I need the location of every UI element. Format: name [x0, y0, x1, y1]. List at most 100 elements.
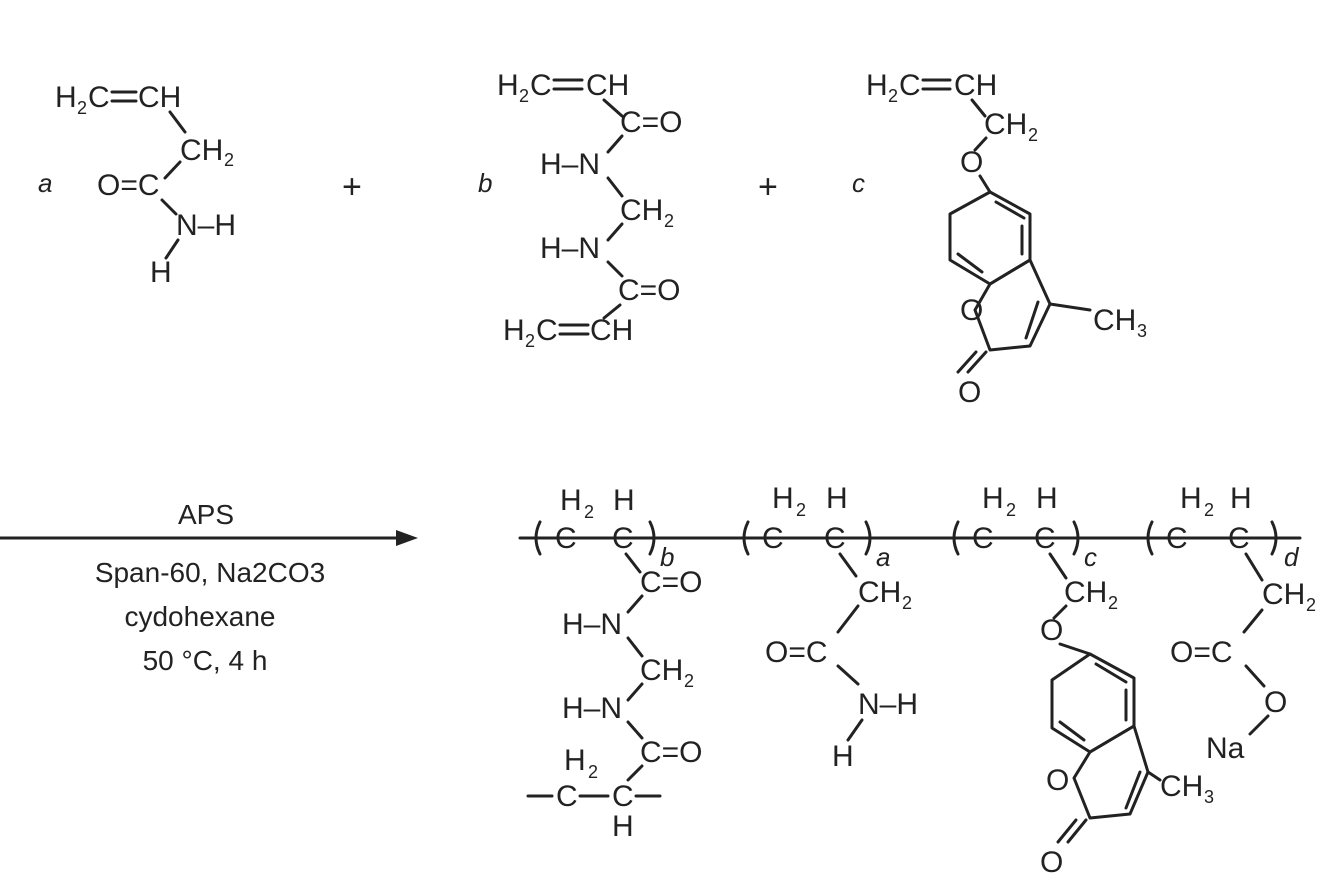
reactant-a-ch2: CH — [180, 134, 223, 167]
product-label-d: d — [1284, 542, 1300, 572]
subscript: 2 — [796, 500, 806, 520]
reactant-c-carbonyl-o: O — [958, 376, 981, 409]
product-unit-a: C H 2 C H a CH 2 O=C N–H H — [742, 482, 918, 773]
subscript: 3 — [1204, 787, 1214, 807]
product-unit-d: C H 2 C H d CH 2 O=C O Na — [1146, 482, 1316, 765]
subscript: 2 — [224, 150, 234, 170]
plus-sign-2: + — [758, 168, 778, 206]
reactant-b-co-bottom: C=O — [618, 274, 681, 307]
reactant-a-label: a — [38, 168, 52, 198]
product-d-ch2: CH — [1262, 578, 1305, 611]
condition-solvent: cydohexane — [124, 601, 275, 632]
reactant-b-co-top: C=O — [620, 106, 683, 139]
atom-c: C — [556, 780, 578, 813]
subscript: 2 — [77, 98, 87, 118]
atom-h: H — [613, 484, 635, 517]
product-b-co-bottom: C=O — [640, 736, 703, 769]
atom-h: H — [982, 482, 1004, 515]
atom-h: H — [866, 69, 888, 102]
reactant-a-ch: CH — [138, 81, 181, 114]
reactant-a-amide: N–H — [176, 209, 236, 242]
reactant-b-hn-bottom: H–N — [540, 232, 600, 265]
product-label-b: b — [660, 542, 674, 572]
subscript: 3 — [1137, 321, 1147, 341]
product-unit-c: C H 2 C H c CH 2 O O CH 3 O — [952, 482, 1214, 879]
reactant-c-ch2: CH — [984, 108, 1027, 141]
subscript: 2 — [902, 593, 912, 613]
subscript: 2 — [588, 762, 598, 782]
reactant-b-ch-bottom: CH — [590, 314, 633, 347]
reactant-b-hn-top: H–N — [540, 148, 600, 181]
atom-c: C — [555, 522, 577, 555]
reactant-a-carbonyl: O=C — [97, 169, 160, 202]
subscript: 2 — [525, 331, 535, 351]
plus-sign-1: + — [342, 168, 362, 206]
product-b-ch2: CH — [640, 654, 683, 687]
product-b-hn-bottom: H–N — [562, 692, 622, 725]
atom-h: H — [832, 740, 854, 773]
subscript: 2 — [1306, 595, 1316, 615]
reactant-c: c H 2 C CH CH 2 O O CH 3 O — [852, 69, 1147, 409]
condition-temperature-time: 50 °C, 4 h — [143, 645, 268, 676]
atom-h: H — [503, 314, 525, 347]
atom-c: C — [530, 69, 552, 102]
subscript: 2 — [1108, 593, 1118, 613]
subscript: 2 — [584, 502, 594, 522]
reactant-a-h2c: H — [55, 81, 77, 114]
atom-o: O — [1040, 846, 1063, 879]
subscript: 2 — [1006, 500, 1016, 520]
atom-c: C — [762, 522, 784, 555]
condition-reagent: APS — [178, 499, 234, 530]
product-a-amide: N–H — [858, 688, 918, 721]
product-b-hn-top: H–N — [562, 608, 622, 641]
atom-c: C — [536, 314, 558, 347]
product-d-carbonyl: O=C — [1170, 636, 1233, 669]
atom-h: H — [560, 484, 582, 517]
atom-h: H — [1230, 482, 1252, 515]
subscript: 2 — [684, 671, 694, 691]
atom-c: C — [972, 522, 994, 555]
atom-o: O — [1040, 614, 1063, 647]
atom-c: C — [612, 522, 634, 555]
condition-surfactant: Span-60, Na2CO3 — [95, 557, 325, 588]
reactant-c-label: c — [852, 168, 865, 198]
atom-h: H — [772, 482, 794, 515]
reactant-c-ether-o: O — [960, 146, 983, 179]
reactant-a-h: H — [150, 256, 172, 289]
atom-o: O — [1046, 764, 1069, 797]
atom-h: H — [826, 482, 848, 515]
product-d-sodium: Na — [1206, 732, 1245, 765]
subscript: 2 — [1028, 125, 1038, 145]
atom-h: H — [612, 810, 634, 843]
atom-c: C — [824, 522, 846, 555]
reactant-b-label: b — [478, 168, 492, 198]
product-b-co-top: C=O — [640, 566, 703, 599]
reaction-arrow — [0, 530, 418, 546]
subscript: 2 — [1204, 500, 1214, 520]
reactant-a: a H 2 C CH CH 2 O=C N–H H — [38, 81, 236, 289]
atom-c: C — [1166, 522, 1188, 555]
reactant-b-ch2: CH — [620, 194, 663, 227]
reactant-c-ch3: CH — [1093, 304, 1136, 337]
reactant-c-ring-o: O — [960, 294, 983, 327]
atom-c: C — [612, 780, 634, 813]
reactant-c-ch: CH — [954, 69, 997, 102]
product-c-ch2: CH — [1064, 576, 1107, 609]
atom-h: H — [497, 69, 519, 102]
atom-c: C — [1228, 522, 1250, 555]
atom-h: H — [1180, 482, 1202, 515]
subscript: 2 — [888, 86, 898, 106]
product-a-ch2: CH — [858, 576, 901, 609]
atom-h: H — [1036, 482, 1058, 515]
reactant-b-ch-top: CH — [586, 69, 629, 102]
atom-h: H — [564, 744, 586, 777]
reactant-b: b H 2 C CH C=O H–N CH 2 H–N C=O H 2 C CH — [478, 69, 683, 351]
subscript: 2 — [664, 211, 674, 231]
product-unit-b: C H 2 C H b C=O H–N CH 2 H–N C=O C H 2 C — [526, 484, 703, 843]
atom-c: C — [899, 69, 921, 102]
atom-c: C — [1034, 522, 1056, 555]
atom-o: O — [1264, 686, 1287, 719]
product-c-ch3: CH — [1160, 770, 1203, 803]
subscript: 2 — [519, 86, 529, 106]
atom-c: C — [88, 81, 110, 114]
